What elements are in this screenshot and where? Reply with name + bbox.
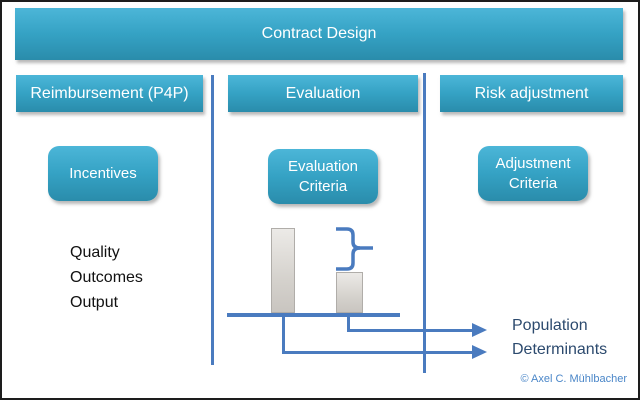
chart-baseline: [227, 313, 400, 317]
evaluation-criteria-box: Evaluation Criteria: [268, 149, 378, 204]
right-arrowhead-icon: [472, 323, 487, 337]
arrow-line-determinants: [282, 351, 473, 354]
connector-riser-bar1: [282, 315, 285, 353]
incentives-box: Incentives: [48, 146, 158, 201]
column-divider-left: [211, 75, 214, 365]
copyright-text: © Axel C. Mühlbacher: [520, 373, 627, 385]
chart-bar-2: [336, 272, 363, 313]
list-item: Output: [70, 294, 119, 311]
column-header-evaluation: Evaluation: [228, 75, 418, 112]
list-item: Quality: [70, 244, 120, 261]
column-header-reimbursement: Reimbursement (P4P): [16, 75, 203, 112]
population-label: Population: [512, 317, 588, 334]
column-header-risk-adjustment: Risk adjustment: [440, 75, 623, 112]
chart-bar-1: [271, 228, 295, 313]
adjustment-criteria-box: Adjustment Criteria: [478, 146, 588, 201]
right-arrowhead-icon: [472, 345, 487, 359]
determinants-label: Determinants: [512, 341, 608, 358]
connector-riser-bar2: [347, 315, 350, 331]
arrow-line-population: [347, 329, 473, 332]
contract-design-banner: Contract Design: [15, 8, 623, 60]
difference-brace-icon: [336, 227, 373, 271]
list-item: Outcomes: [70, 269, 143, 286]
column-divider-right: [423, 73, 426, 373]
incentives-list: Quality Outcomes Output: [70, 240, 143, 315]
